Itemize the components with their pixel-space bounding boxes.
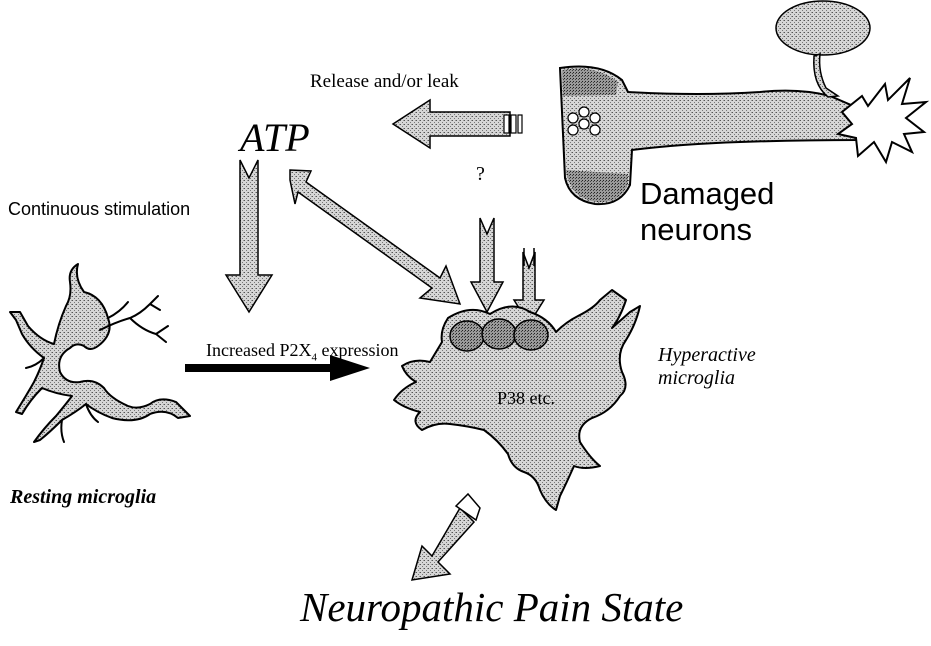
receptor-1 bbox=[450, 321, 484, 351]
increased-expression-label: Increased P2X4 expression bbox=[206, 341, 398, 364]
release-leak-label: Release and/or leak bbox=[310, 72, 459, 91]
damage-burst-icon bbox=[838, 78, 926, 162]
resting-microglia-label: Resting microglia bbox=[10, 487, 156, 507]
continuous-stimulation-arrow bbox=[226, 160, 272, 312]
neuropathic-pain-state-label: Neuropathic Pain State bbox=[300, 587, 683, 628]
question-mark-label: ? bbox=[476, 164, 485, 184]
increased-expression-suffix: expression bbox=[317, 340, 398, 360]
neuron-signal-arrow-1 bbox=[471, 218, 503, 312]
hyperactive-microglia-label: Hyperactive microglia bbox=[658, 344, 798, 390]
p2x4-receptors bbox=[450, 319, 548, 351]
release-arrow-tail-segments bbox=[504, 115, 522, 133]
release-arrow bbox=[393, 100, 522, 148]
damaged-neurons-label: Damaged neurons bbox=[640, 176, 810, 249]
receptor-2 bbox=[482, 319, 516, 349]
continuous-stimulation-label: Continuous stimulation bbox=[8, 200, 190, 218]
neuron-dendrite bbox=[814, 54, 838, 97]
receptor-3 bbox=[514, 320, 548, 350]
resting-microglia bbox=[10, 264, 190, 442]
damaged-neuron bbox=[560, 1, 926, 204]
atp-label: ATP bbox=[240, 118, 310, 158]
pain-state-arrow bbox=[412, 494, 480, 580]
increased-expression-prefix: Increased P2X bbox=[206, 340, 311, 360]
neuron-soma bbox=[776, 1, 870, 55]
atp-to-microglia-arrow bbox=[290, 170, 460, 304]
p38-label: P38 etc. bbox=[497, 389, 555, 407]
